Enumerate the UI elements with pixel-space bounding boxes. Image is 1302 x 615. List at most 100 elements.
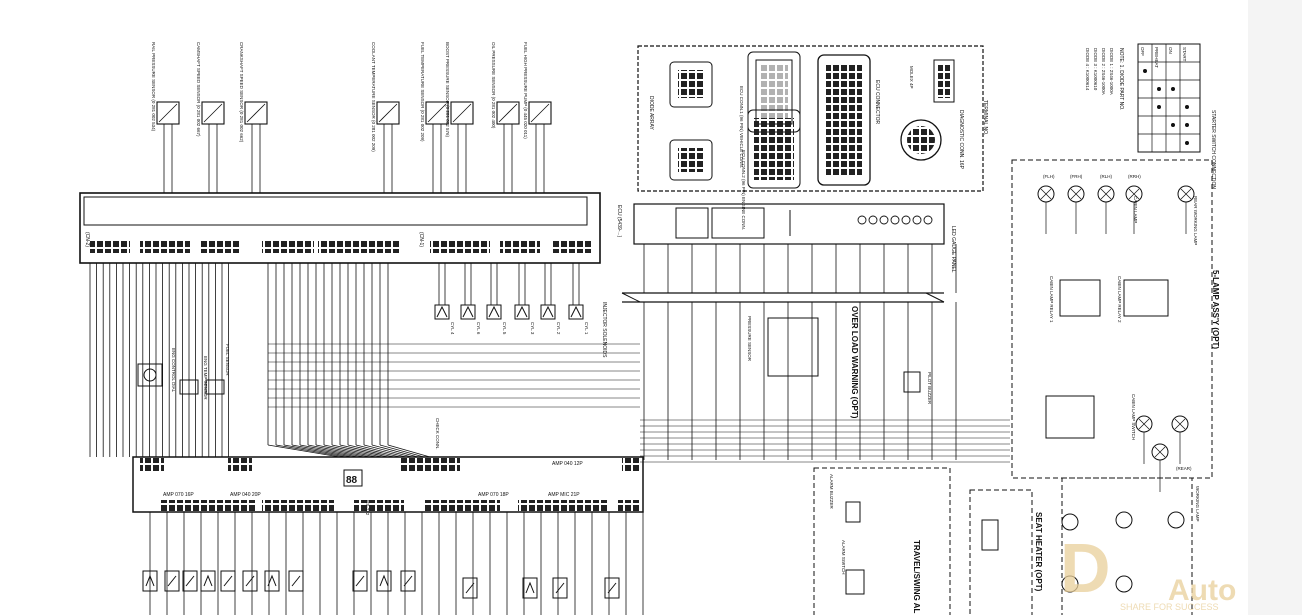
travel-swing-alarm-label: TRAVEL/SWING AL	[912, 540, 921, 613]
starter-row-start: START	[1182, 47, 1187, 62]
injector-title: INJECTOR SOLENOIDS	[601, 302, 607, 358]
sensor: CRANKSHAFT SPEED SENSOR (0 281 002 662)	[239, 42, 268, 193]
ecu-left-connector-label: (CN-2)	[84, 232, 90, 247]
lamp-flh-label: (FLH)	[1043, 174, 1055, 179]
injector-solenoid: CYL 1	[568, 263, 589, 335]
sensor: FUEL TEMPERATURE SENSOR (0 281 002 209)	[420, 42, 449, 193]
lower-label-2: AMP 070 16P	[163, 492, 194, 498]
injector-solenoid: CYL 3	[514, 263, 535, 335]
watermark-tagline: SHARE FOR SUCCESS	[1120, 602, 1219, 612]
note-title: NOTE: 1. DIODE PART NO.	[1118, 48, 1124, 111]
harness-band	[621, 292, 945, 303]
led-indicator	[868, 215, 878, 225]
notes-block: NOTE: 1. DIODE PART NO. DIODE 1 : 2S46-1…	[1085, 48, 1124, 111]
sensor: OIL PRESSURE SENSOR (0 281 002 400)	[491, 42, 520, 193]
lamp-rrh-label: (RRH)	[1128, 174, 1141, 179]
ecu-right-connector-label: (CN-1)	[418, 232, 424, 247]
connector-panel: DIODE ARRAY ECU CONN.1 (96 PIN) VEHICLE …	[637, 45, 988, 230]
led-gauge-panel: LED GAUGE PANEL	[633, 203, 956, 273]
sensor: COOLANT TEMPERATURE SENSOR (0 281 002 20…	[371, 42, 400, 193]
five-lamp-assembly: 5-LAMP ASS'Y (OPT) REAR WORKING LAMP CAB…	[1011, 159, 1220, 492]
molex-label: MOLEX 4P	[909, 66, 914, 89]
watermark: D Auto SHARE FOR SUCCESS	[1060, 529, 1236, 612]
bottom-component	[142, 570, 158, 592]
bottom-component	[264, 570, 280, 592]
eng-temp-sensor-label: ENG TEMP SENSOR	[203, 356, 208, 400]
working-lamp-label: WORKING LAMP	[1195, 486, 1200, 522]
bottom-component	[182, 570, 198, 592]
bottom-components	[142, 570, 620, 599]
bottom-component	[288, 570, 304, 592]
injector-cyl-label: CYL 5	[502, 322, 507, 335]
sensor-label: BOOST PRESSURE SENSOR (0 281 002 576)	[445, 42, 450, 137]
diag-conn-label: DIAGNOSTIC CONN. 16P	[958, 110, 964, 170]
alarm-switch-label: ALARM SWITCH	[841, 540, 846, 575]
cabin-lamp-switch-label: CABIN LAMP SWITCH	[1131, 394, 1136, 440]
sensor: FUEL HIGH PRESSURE PUMP (0 445 020 011)	[523, 42, 552, 193]
injector-solenoids: CYL 1 CYL 2 CYL 3 CYL 4 CYL 5 CYL 6	[434, 263, 589, 335]
injector-solenoid: CYL 5	[486, 263, 507, 335]
lamp	[1067, 185, 1085, 234]
bottom-component	[352, 570, 368, 592]
led-indicator	[857, 215, 867, 225]
injector-cyl-label: CYL 2	[556, 322, 561, 335]
led-indicator	[923, 215, 933, 225]
ecu-label: ECU (5439-...)	[616, 205, 622, 238]
lamp	[1151, 443, 1169, 492]
lower-label-4: AMP MIC 21P	[548, 492, 580, 498]
seat-heater-block: SEAT HEATER (OPT)	[969, 489, 1043, 615]
injector-solenoid: CYL 6	[460, 263, 481, 335]
left-sensor-group: ENG CONTROL DIAL FUEL SENSOR ENG TEMP SE…	[137, 344, 230, 400]
starter-table-title: STARTER SWITCH CONNECTION	[1210, 110, 1216, 189]
note-line-2: DIODE 2 : 2S46-1000A	[1101, 48, 1106, 95]
fuel-sensor-label: FUEL SENSOR	[225, 344, 230, 376]
engine-conn-label: ECU CONN.2 (96 PIN) ENGINE CONN.	[741, 150, 746, 230]
over-load-warning-label: OVER LOAD WARNING (OPT)	[850, 306, 859, 419]
starter-row-preheat: PREHEAT	[1154, 47, 1159, 68]
check-connector-label: CHECK CONN.	[435, 418, 440, 450]
alarm-buzzer-label: ALARM BUZZER	[829, 474, 834, 510]
sensor: RAIL PRESSURE SENSOR (0 281 002 534)	[151, 42, 180, 193]
ecu-connector-label: ECU CONNECTOR	[874, 80, 880, 124]
sensor-label: CRANKSHAFT SPEED SENSOR (0 281 002 662)	[239, 42, 244, 143]
lamp-rear-label: (REAR)	[1176, 466, 1192, 471]
bottom-component	[220, 570, 236, 592]
lamp-frh-label: (FRH)	[1070, 174, 1083, 179]
bottom-component	[462, 577, 478, 599]
bottom-component	[604, 577, 620, 599]
lower-label-5: AMP 040 12P	[552, 461, 583, 467]
starter-row-off: OFF	[1140, 47, 1145, 56]
lower-label-1: AMP 040 20P	[230, 492, 261, 498]
starter-row-on: ON	[1168, 47, 1173, 54]
pilot-buzzer-label: PILOT BUZZER	[927, 372, 932, 405]
bottom-component	[200, 570, 216, 592]
cabin-lamp-relay-1-label: CABIN LAMP RELAY 1	[1049, 276, 1054, 323]
lamp-rlh-label: (RLH)	[1100, 174, 1113, 179]
cabin-lamp-relay-2-label: CABIN LAMP RELAY 2	[1117, 276, 1122, 323]
led-indicator	[890, 215, 900, 225]
diode-array-label: DIODE ARRAY	[648, 96, 654, 130]
injector-cyl-label: CYL 4	[450, 322, 455, 335]
sensor-label: OIL PRESSURE SENSOR (0 281 002 400)	[491, 42, 496, 129]
engine-sensors: FUEL HIGH PRESSURE PUMP (0 445 020 011) O…	[151, 42, 552, 193]
terminal-no-label: TERMINAL NO.	[982, 100, 988, 135]
five-lamp-title: 5-LAMP ASS'Y (OPT)	[1211, 270, 1220, 349]
eng-control-dial-label: ENG CONTROL DIAL	[171, 348, 176, 393]
led-indicator	[912, 215, 922, 225]
sensor-label: FUEL HIGH PRESSURE PUMP (0 445 020 011)	[523, 42, 528, 139]
sensor: CAMSHAFT SPEED SENSOR (0 281 002 667)	[196, 42, 225, 193]
sensor-label: RAIL PRESSURE SENSOR (0 281 002 534)	[151, 42, 156, 132]
wire-bundles	[89, 244, 1010, 615]
seat-heater-label: SEAT HEATER (OPT)	[1034, 512, 1043, 592]
lamp	[1171, 415, 1189, 464]
lamp	[1037, 185, 1055, 234]
lower-label-6: RS-232	[365, 500, 370, 516]
led-indicator	[901, 215, 911, 225]
bottom-component	[376, 570, 392, 592]
bottom-component	[522, 577, 538, 599]
lamp	[1135, 415, 1153, 464]
note-line-4: DIODE 4 : K1000614	[1085, 48, 1090, 91]
sensor: BOOST PRESSURE SENSOR (0 281 002 576)	[445, 42, 474, 193]
